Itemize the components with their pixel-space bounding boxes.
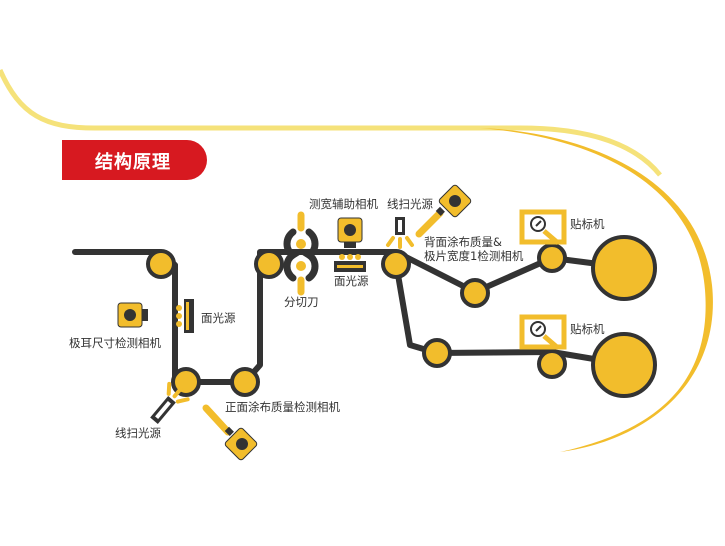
area-light-mid-icon — [334, 254, 366, 272]
label-area-light-left: 面光源 — [201, 311, 236, 325]
area-light-left-icon — [176, 299, 194, 333]
slitting-knife-icon — [283, 211, 319, 296]
front-coating-camera-icon — [202, 404, 258, 461]
roller-8 — [422, 338, 452, 368]
label-back-coating-camera-line1: 背面涂布质量& — [424, 235, 502, 249]
label-tab-size-camera: 极耳尺寸检测相机 — [69, 336, 161, 350]
label-line-scan-light-top: 线扫光源 — [387, 197, 433, 211]
roller-4 — [254, 249, 284, 279]
label-back-coating-camera-line2: 极片宽度1检测相机 — [424, 249, 524, 263]
back-coating-camera-icon — [415, 184, 472, 238]
label-line-scan-light-bottom: 线扫光源 — [115, 426, 161, 440]
swoosh-light-arc — [0, 68, 662, 177]
take-up-reel-top — [591, 235, 657, 301]
roller-7 — [537, 243, 567, 273]
label-labeler-bottom: 贴标机 — [570, 322, 605, 336]
page-title: 结构原理 — [95, 152, 171, 173]
labeler-bottom-icon — [519, 314, 567, 350]
tab-size-camera-icon — [117, 302, 148, 328]
label-area-light-mid: 面光源 — [334, 274, 369, 288]
line-scan-light-bottom-icon — [150, 381, 190, 424]
label-slitting-knife: 分切刀 — [284, 295, 319, 309]
label-front-coating-camera: 正面涂布质量检测相机 — [225, 400, 340, 414]
roller-3 — [230, 367, 260, 397]
roller-9 — [537, 349, 567, 379]
title-badge — [62, 140, 207, 180]
line-scan-light-top-icon — [386, 217, 414, 249]
labeler-top-icon — [519, 209, 567, 245]
swoosh-yellow-arc — [480, 128, 713, 452]
roller-1 — [146, 249, 176, 279]
label-width-aux-camera: 测宽辅助相机 — [309, 197, 378, 211]
label-labeler-top: 贴标机 — [570, 217, 605, 231]
width-aux-camera-icon — [337, 217, 363, 248]
roller-6 — [460, 278, 490, 308]
roller-5 — [381, 249, 411, 279]
take-up-reel-bottom — [591, 332, 657, 398]
